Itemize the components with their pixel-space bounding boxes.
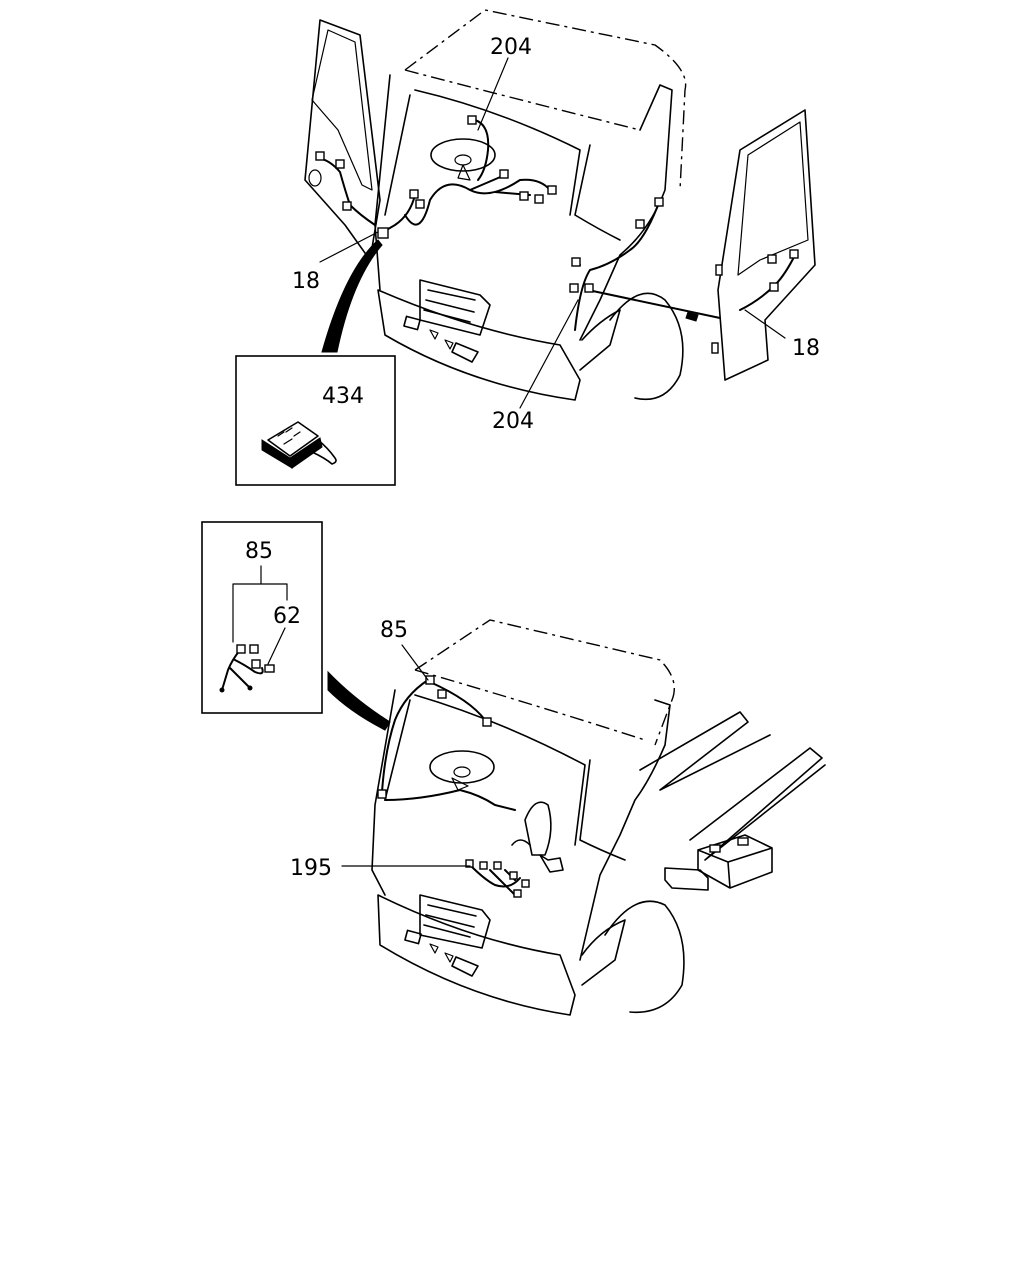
upper-roof-front-edge	[404, 69, 641, 131]
leader-85-roof	[401, 644, 429, 681]
upper-windshield	[384, 89, 581, 216]
upper-front-wheel	[609, 292, 684, 400]
connector-434-icon	[261, 421, 337, 470]
detail-pointer-85	[327, 670, 391, 731]
upper-side-panel	[574, 144, 621, 241]
callout-18-right: 18	[792, 336, 820, 361]
callout-62: 62	[273, 604, 301, 629]
lower-front-wheel	[604, 900, 685, 1014]
lower-chassis-rail-lower	[689, 747, 826, 861]
lower-grille	[419, 894, 491, 949]
upper-left-door-wire	[317, 157, 376, 226]
upper-headlamp-left	[403, 315, 421, 331]
lower-roof-wire	[381, 679, 486, 793]
lower-roof-outline	[414, 619, 675, 746]
lower-chassis-rail-upper	[639, 711, 771, 791]
leader-18-left	[319, 231, 379, 263]
upper-cab-illustration	[304, 9, 816, 409]
connector-detail-box	[235, 355, 396, 486]
upper-connectors	[315, 115, 799, 322]
upper-right-door	[717, 109, 816, 381]
upper-dash-harness-wire	[382, 174, 551, 233]
lower-tank	[664, 867, 709, 891]
sub-harness-detail-box	[201, 521, 323, 714]
detail-pointer-434	[321, 239, 383, 353]
upper-right-door-window	[737, 121, 809, 276]
upper-steering-wheel	[430, 138, 496, 172]
callout-18-left: 18	[292, 269, 320, 294]
callout-204-bottom: 204	[492, 409, 534, 434]
lower-connectors	[377, 675, 530, 898]
leader-204-bottom	[519, 299, 579, 409]
lower-battery	[697, 834, 773, 889]
lower-windshield	[384, 694, 586, 846]
lower-dash-wire	[384, 789, 516, 811]
leader-18-right	[744, 309, 786, 339]
lower-roof-front-edge	[414, 669, 646, 741]
upper-left-door-window	[311, 29, 373, 191]
leader-204-top	[477, 57, 509, 131]
lower-cab-illustration	[327, 619, 826, 1016]
upper-roof-wire	[474, 119, 490, 181]
callout-204-top: 204	[490, 35, 532, 60]
callout-85-box: 85	[245, 539, 273, 564]
upper-steering-hub	[454, 154, 472, 166]
upper-roof-outline	[404, 9, 687, 191]
callout-195: 195	[290, 856, 332, 881]
lower-cab-body	[371, 689, 671, 961]
upper-grille	[419, 279, 491, 336]
upper-cross-wire	[587, 289, 721, 319]
lower-side-panel	[579, 759, 626, 861]
upper-bumper	[377, 289, 581, 401]
callout-85-roof: 85	[380, 618, 408, 643]
bracket-85	[232, 565, 288, 643]
lower-bumper	[377, 894, 576, 1016]
sub-harness-icon	[219, 644, 275, 693]
leader-62	[267, 627, 286, 665]
lower-side-mirror	[524, 801, 552, 856]
callout-434: 434	[322, 384, 364, 409]
